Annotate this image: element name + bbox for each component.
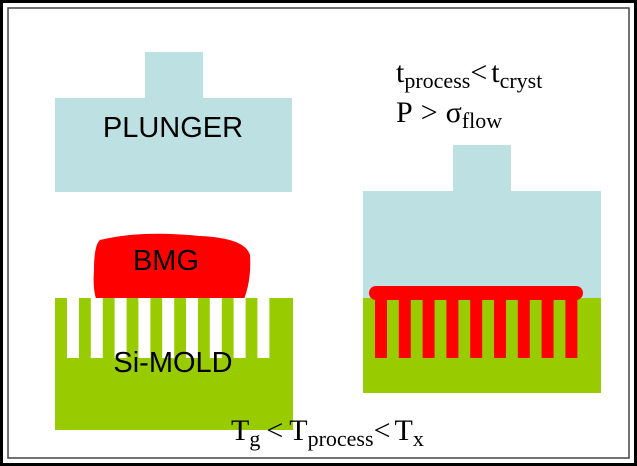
mold-groove: [114, 298, 127, 358]
mold-groove: [138, 298, 151, 358]
mold-groove: [90, 298, 103, 358]
mold-label: Si-MOLD: [113, 347, 232, 379]
plunger-right: [363, 145, 601, 300]
plunger-label: PLUNGER: [103, 112, 243, 144]
mold-groove: [257, 298, 270, 358]
temperature-condition: Tg<Tprocess<Tx: [231, 414, 424, 451]
bmg-filled-groove: [446, 298, 459, 358]
bmg-filled-groove: [541, 298, 554, 358]
mold-groove: [209, 298, 222, 358]
bmg-filled-groove: [398, 298, 411, 358]
bmg-blob: BMG: [93, 233, 251, 315]
mold-groove: [233, 298, 246, 358]
pressure-condition: P>σflow: [396, 96, 502, 133]
bmg-filled-groove: [470, 298, 483, 358]
inner-frame: [7, 7, 630, 459]
bmg-layer: [369, 286, 583, 300]
mold-groove: [67, 298, 79, 358]
bmg-filled-groove: [494, 298, 506, 358]
bmg-filled-groove: [565, 298, 578, 358]
plunger-left: PLUNGER: [55, 52, 292, 192]
bmg-filled-groove: [422, 298, 435, 358]
time-condition: tprocess<tcryst: [396, 56, 542, 93]
mold-groove: [162, 298, 175, 358]
bmg-label: BMG: [133, 245, 199, 277]
bmg-filled-groove: [517, 298, 530, 358]
mold-groove: [186, 298, 198, 358]
bmg-filled-groove: [375, 298, 387, 358]
si-mold-left: Si-MOLD: [55, 298, 293, 430]
si-mold-right: [363, 286, 601, 393]
